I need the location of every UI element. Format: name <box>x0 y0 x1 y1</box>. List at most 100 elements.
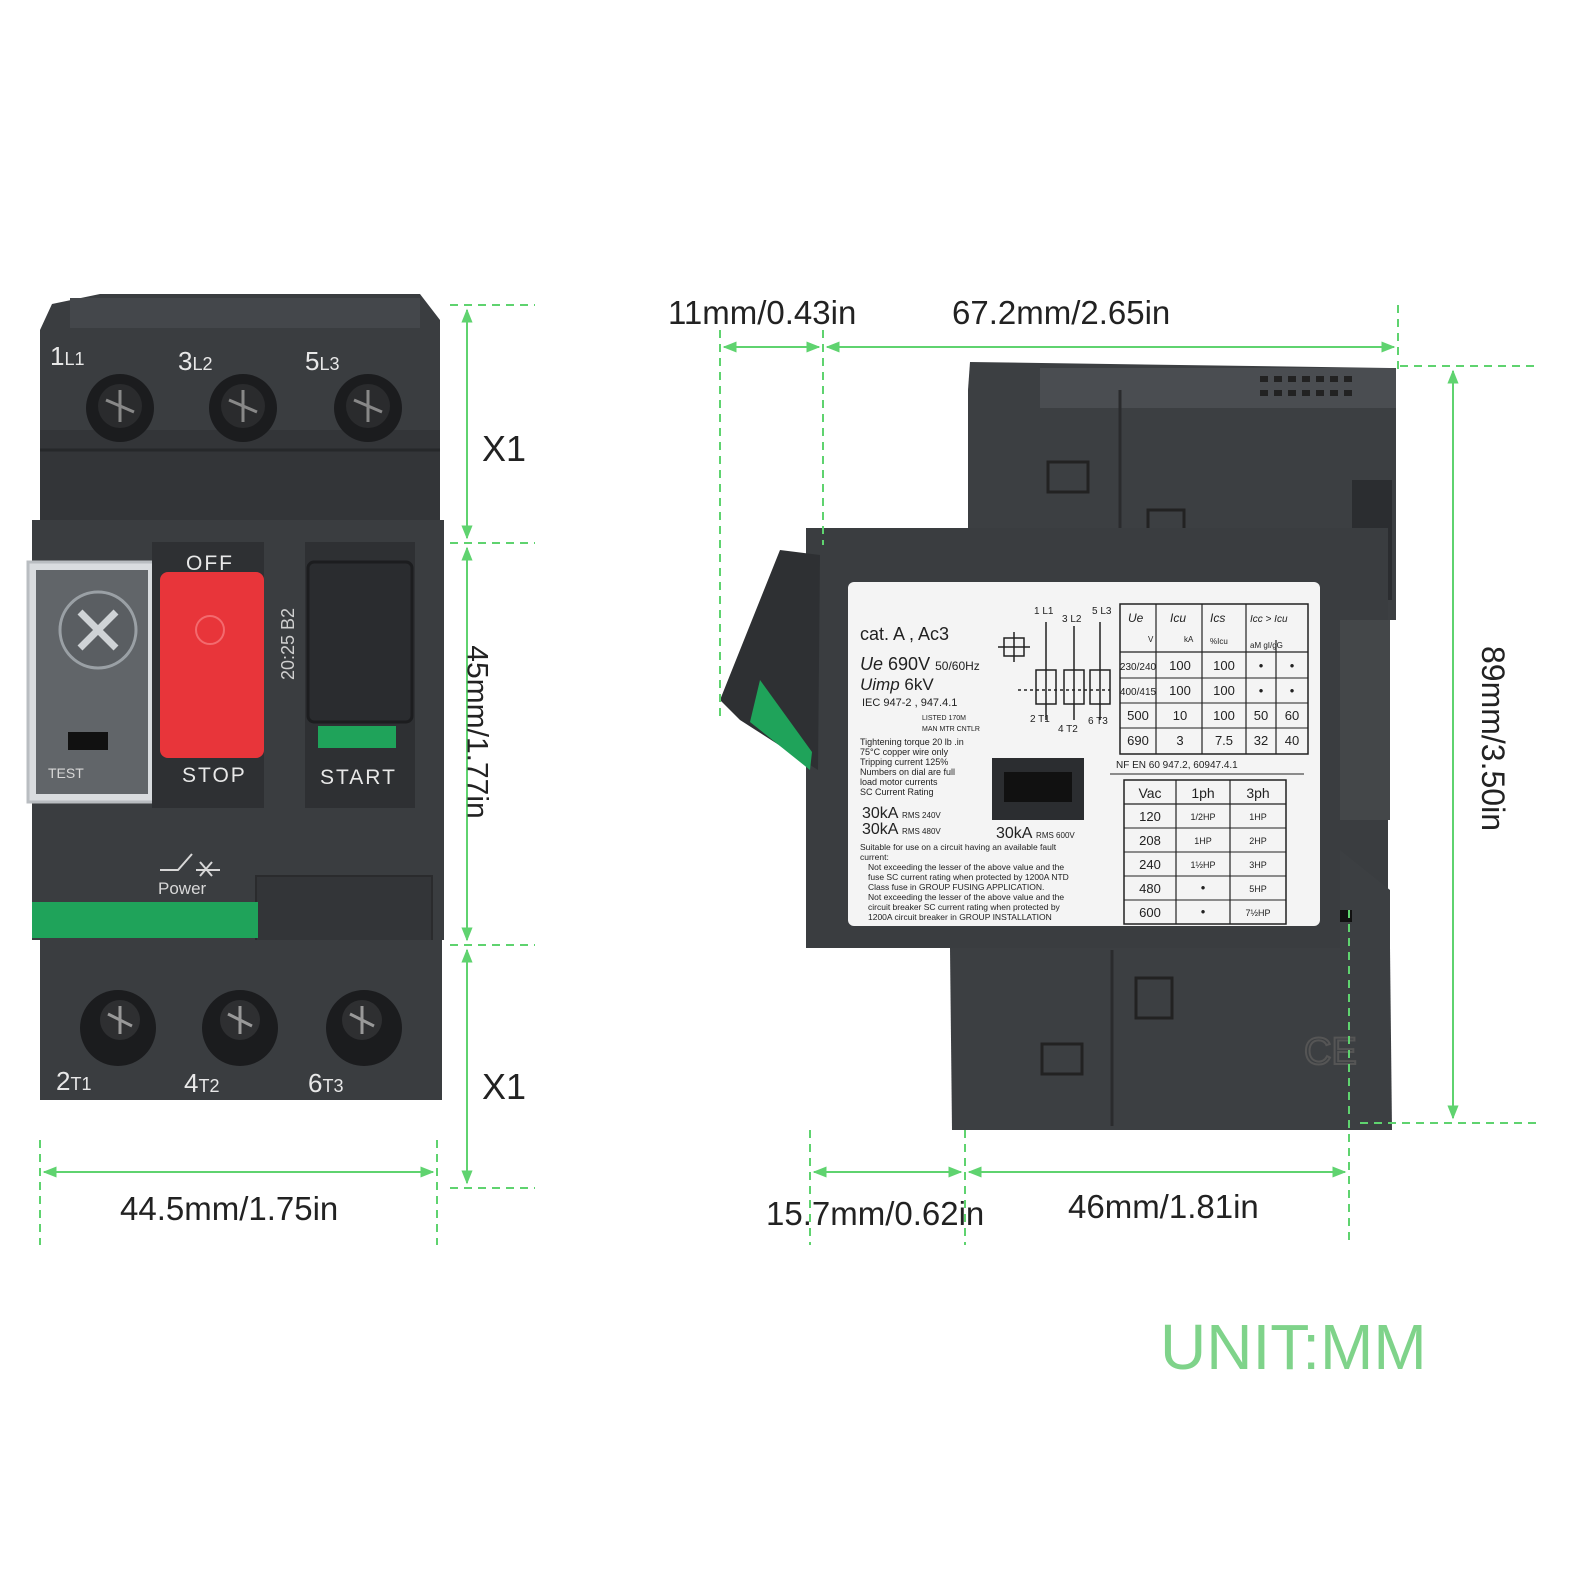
circuit-diagram-icon <box>998 622 1111 720</box>
svg-text:400/415: 400/415 <box>1120 687 1157 698</box>
off-label: OFF <box>186 552 234 575</box>
svg-text:•: • <box>1290 683 1295 698</box>
terminal-bottom-2: 4T2 <box>184 1068 219 1098</box>
svg-text:208: 208 <box>1139 833 1161 848</box>
rating-table-2: Vac 1ph 3ph 120 1/2HP 1HP 208 1HP 2HP 24… <box>1123 779 1287 925</box>
svg-text:kA: kA <box>1184 635 1194 644</box>
bottom-screw-2 <box>202 990 278 1066</box>
svg-text:75°C copper wire only: 75°C copper wire only <box>860 747 949 757</box>
svg-text:Not exceeding the lesser of th: Not exceeding the lesser of the above va… <box>868 862 1064 872</box>
start-button[interactable] <box>306 560 414 724</box>
svg-text:Vac: Vac <box>1138 785 1161 801</box>
label-sc3: 30kA RMS 600V <box>996 825 1075 842</box>
svg-text:3HP: 3HP <box>1249 860 1267 870</box>
svg-text:Suitable for use on a circuit: Suitable for use on a circuit having an … <box>860 842 1057 852</box>
svg-text:circuit breaker SC current rat: circuit breaker SC current rating when p… <box>868 902 1061 912</box>
svg-text:50: 50 <box>1254 708 1268 723</box>
stop-label: STOP <box>182 764 247 787</box>
pole-bottom-1: 2 T1 <box>1030 714 1050 725</box>
svg-text:%Icu: %Icu <box>1210 637 1228 646</box>
svg-text:100: 100 <box>1213 683 1235 698</box>
svg-text:600: 600 <box>1139 905 1161 920</box>
svg-text:5HP: 5HP <box>1249 884 1267 894</box>
side-lever <box>720 550 820 770</box>
svg-text:Not exceeding the lesser of th: Not exceeding the lesser of the above va… <box>868 892 1064 902</box>
svg-text:120: 120 <box>1139 809 1161 824</box>
svg-text:690: 690 <box>1127 733 1149 748</box>
svg-text:100: 100 <box>1213 658 1235 673</box>
svg-text:7.5: 7.5 <box>1215 733 1233 748</box>
pole-top-2: 3 L2 <box>1062 614 1082 625</box>
svg-text:•: • <box>1201 904 1206 919</box>
svg-text:2HP: 2HP <box>1249 836 1267 846</box>
svg-text:1ph: 1ph <box>1191 785 1214 801</box>
dim-label-front-width: 44.5mm/1.75in <box>120 1190 339 1227</box>
power-symbol-icon <box>160 853 220 877</box>
svg-text:240: 240 <box>1139 857 1161 872</box>
svg-text:480: 480 <box>1139 881 1161 896</box>
svg-text:100: 100 <box>1213 708 1235 723</box>
svg-text:1/2HP: 1/2HP <box>1190 812 1215 822</box>
svg-text:100: 100 <box>1169 683 1191 698</box>
svg-text:1200A circuit breaker in GROUP: 1200A circuit breaker in GROUP INSTALLAT… <box>868 912 1052 922</box>
terminal-bottom-1: 2T1 <box>56 1066 91 1096</box>
rating-table-1: Ue Icu Ics Icc > Icu V kA %Icu aM gI/gG … <box>1119 603 1309 755</box>
dim-label-side-top-left: 11mm/0.43in <box>668 294 857 331</box>
svg-text:SC Current Rating: SC Current Rating <box>860 787 934 797</box>
range-label: 20:25 B2 <box>278 608 298 680</box>
svg-text:V: V <box>1148 635 1154 644</box>
svg-text:current:: current: <box>860 852 889 862</box>
label-suitable: Suitable for use on a circuit having an … <box>860 842 1069 922</box>
terminal-top-3: 5L3 <box>305 346 340 376</box>
svg-text:Ics: Ics <box>1210 611 1225 625</box>
svg-text:•: • <box>1201 880 1206 895</box>
svg-text:3: 3 <box>1176 733 1183 748</box>
label-standard: NF EN 60 947.2, 60947.4.1 <box>1116 760 1238 771</box>
power-label: Power <box>158 879 207 898</box>
top-screw-1 <box>86 374 154 442</box>
svg-text:aM gI/gG: aM gI/gG <box>1250 641 1283 650</box>
dim-label-side-height: 89mm/3.50in <box>1474 646 1511 831</box>
top-screw-3 <box>334 374 402 442</box>
svg-text:1HP: 1HP <box>1194 836 1212 846</box>
pole-top-1: 1 L1 <box>1034 606 1054 617</box>
svg-text:Tripping current 125%: Tripping current 125% <box>860 757 948 767</box>
svg-text:Icc > Icu: Icc > Icu <box>1250 614 1288 625</box>
label-notes: Tightening torque 20 lb .in 75°C copper … <box>860 737 964 797</box>
terminal-top-2: 3L2 <box>178 346 213 376</box>
svg-text:500: 500 <box>1127 708 1149 723</box>
pole-top-3: 5 L3 <box>1092 606 1112 617</box>
dim-label-side-top-right: 67.2mm/2.65in <box>952 294 1171 331</box>
terminal-bottom-3: 6T3 <box>308 1068 343 1098</box>
stop-button[interactable] <box>160 572 264 758</box>
svg-text:100: 100 <box>1169 658 1191 673</box>
svg-text:Tightening torque 20 lb .in: Tightening torque 20 lb .in <box>860 737 964 747</box>
svg-text:Icu: Icu <box>1170 611 1186 625</box>
label-sc1: 30kA RMS 240V <box>862 805 941 822</box>
svg-text:Class fuse in GROUP FUSING APP: Class fuse in GROUP FUSING APPLICATION. <box>868 882 1044 892</box>
top-screw-2 <box>209 374 277 442</box>
svg-text:•: • <box>1259 683 1264 698</box>
svg-text:Ue: Ue <box>1128 611 1144 625</box>
svg-text:32: 32 <box>1254 733 1268 748</box>
label-man: MAN MTR CNTLR <box>922 726 980 733</box>
svg-text:load motor currents: load motor currents <box>860 777 938 787</box>
bottom-screw-1 <box>80 990 156 1066</box>
test-label: TEST <box>48 765 84 781</box>
pole-bottom-2: 4 T2 <box>1058 724 1078 735</box>
svg-text:•: • <box>1290 658 1295 673</box>
start-green-strip <box>318 726 396 748</box>
label-uimp: Uimp 6kV <box>860 675 934 694</box>
dim-label-bottom-x1: X1 <box>482 1066 527 1107</box>
label-sc2: 30kA RMS 480V <box>862 821 941 838</box>
dial-window <box>26 560 156 804</box>
svg-text:Numbers on dial are full: Numbers on dial are full <box>860 767 955 777</box>
side-view: cat. A , Ac3 Ue 690V 50/60Hz Uimp 6kV IE… <box>720 362 1396 1130</box>
terminal-top-1: 1L1 <box>50 341 85 371</box>
side-bottom-block <box>950 948 1392 1130</box>
svg-text:1HP: 1HP <box>1249 812 1267 822</box>
power-green-strip <box>32 902 258 938</box>
label-iec: IEC 947-2 , 947.4.1 <box>862 697 957 709</box>
unit-label: UNIT:MM <box>1160 1311 1427 1383</box>
